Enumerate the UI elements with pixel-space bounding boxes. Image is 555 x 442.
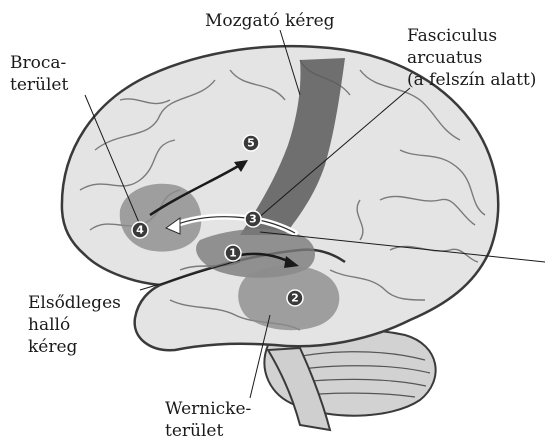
svg-text:4: 4	[136, 224, 144, 237]
label-primary-auditory: Elsődleges halló kéreg	[28, 292, 121, 358]
svg-text:1: 1	[229, 247, 237, 260]
marker-4: 4	[132, 222, 148, 238]
marker-5: 5	[243, 135, 259, 151]
label-motor-cortex: Mozgató kéreg	[205, 10, 335, 32]
marker-1: 1	[225, 245, 241, 261]
label-wernicke: Wernicke- terület	[165, 398, 251, 442]
label-broca: Broca- terület	[10, 52, 68, 96]
marker-2: 2	[287, 290, 303, 306]
svg-text:3: 3	[249, 213, 257, 226]
label-fasciculus: Fasciculus arcuatus (a felszín alatt)	[407, 25, 536, 91]
marker-3: 3	[245, 211, 261, 227]
svg-text:5: 5	[247, 137, 255, 150]
svg-text:2: 2	[291, 292, 299, 305]
